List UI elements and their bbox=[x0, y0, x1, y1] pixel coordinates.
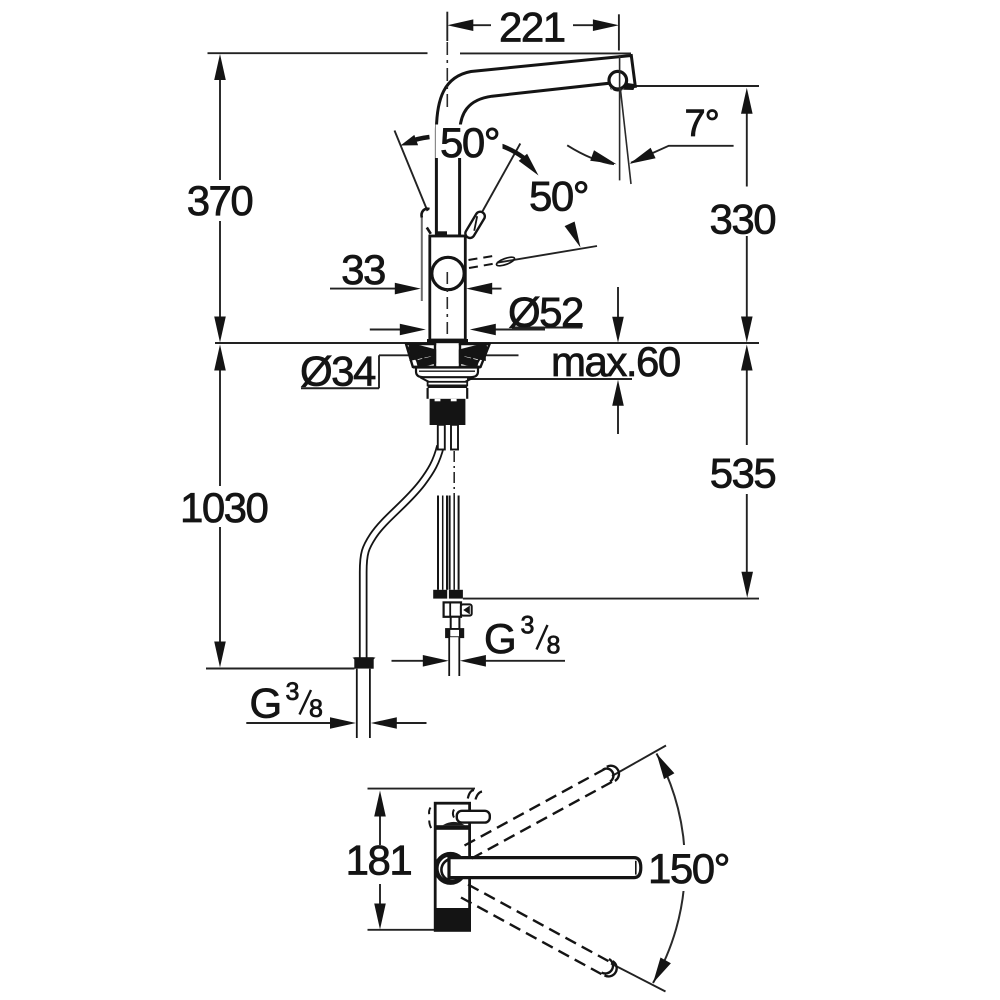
svg-text:181: 181 bbox=[346, 837, 412, 884]
svg-text:535: 535 bbox=[710, 450, 776, 497]
svg-text:G: G bbox=[250, 679, 282, 726]
svg-text:370: 370 bbox=[187, 177, 253, 224]
svg-text:Ø34: Ø34 bbox=[300, 348, 376, 395]
svg-text:max.60: max.60 bbox=[551, 338, 680, 385]
svg-text:221: 221 bbox=[499, 3, 565, 50]
svg-text:50°: 50° bbox=[440, 119, 499, 166]
svg-text:50°: 50° bbox=[529, 173, 588, 220]
svg-text:G: G bbox=[484, 615, 516, 662]
svg-text:1030: 1030 bbox=[180, 484, 268, 531]
svg-text:8: 8 bbox=[547, 632, 560, 660]
svg-text:8: 8 bbox=[309, 695, 322, 723]
svg-text:150°: 150° bbox=[648, 845, 729, 892]
svg-text:3: 3 bbox=[286, 678, 299, 706]
svg-text:Ø52: Ø52 bbox=[508, 289, 583, 336]
svg-text:33: 33 bbox=[341, 246, 385, 293]
svg-text:7°: 7° bbox=[685, 103, 719, 145]
svg-text:330: 330 bbox=[710, 196, 776, 243]
svg-text:3: 3 bbox=[521, 612, 534, 640]
